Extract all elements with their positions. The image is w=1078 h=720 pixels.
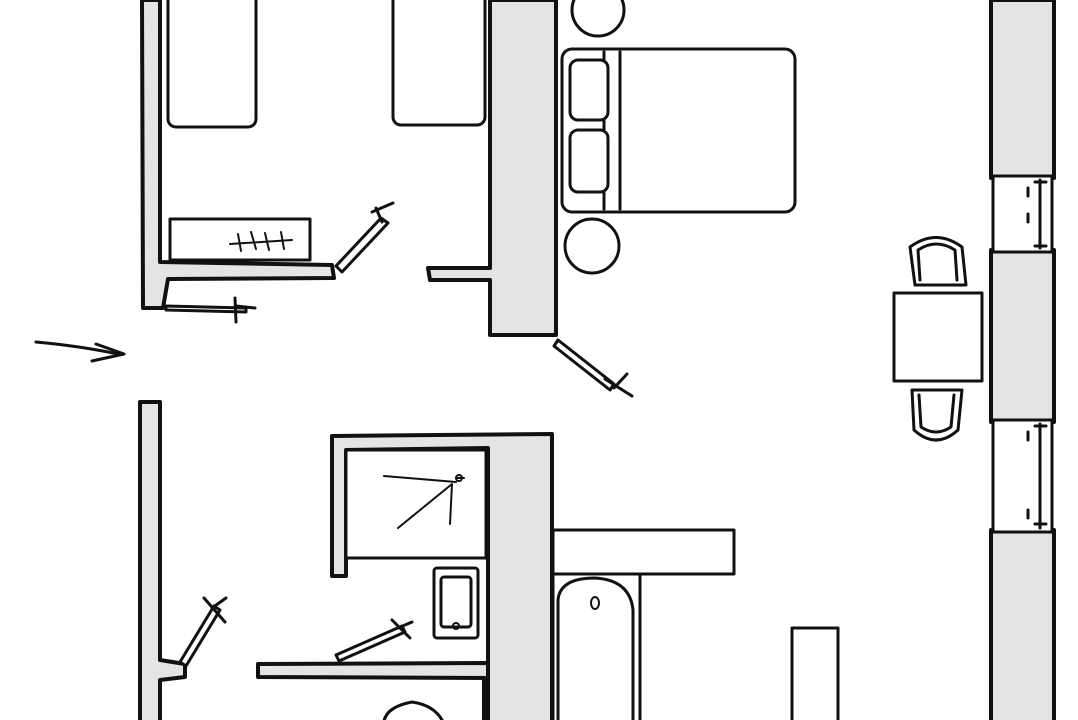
window-icon xyxy=(991,418,1054,534)
west-wall-lower xyxy=(138,400,187,720)
single-bed-left xyxy=(166,0,258,129)
shower-tray xyxy=(344,448,488,560)
door-swing-icon xyxy=(164,296,257,324)
single-bed-right xyxy=(391,0,487,127)
bathroom-south-partition xyxy=(256,661,490,680)
shower-drain-lines xyxy=(383,475,465,529)
nightstand-bottom xyxy=(563,217,621,275)
bathroom xyxy=(330,432,554,720)
side-cabinet xyxy=(790,626,840,720)
kitchen-counter xyxy=(551,528,736,576)
door-swing-icon xyxy=(178,596,228,668)
arrow-icon xyxy=(34,340,126,363)
bed-pillow-bottom xyxy=(568,128,610,194)
kitchen xyxy=(551,528,736,720)
wardrobe-hangers xyxy=(229,231,293,252)
corridor xyxy=(138,400,490,720)
bed-pillow-top xyxy=(568,58,610,122)
door-swing-icon xyxy=(334,618,414,663)
master-bedroom xyxy=(426,0,797,398)
door-swing-icon xyxy=(552,338,634,398)
dining-table xyxy=(892,291,984,383)
toilet xyxy=(382,700,444,720)
window-icon xyxy=(991,174,1054,254)
door-swing-icon xyxy=(334,201,395,274)
living-area xyxy=(790,236,984,720)
east-wall xyxy=(989,0,1056,720)
left-bedroom xyxy=(140,0,487,310)
bathtub xyxy=(556,576,635,720)
left-bedroom-west-wall xyxy=(140,0,336,310)
nightstand-top xyxy=(570,0,626,38)
central-partition-wall xyxy=(426,0,558,337)
